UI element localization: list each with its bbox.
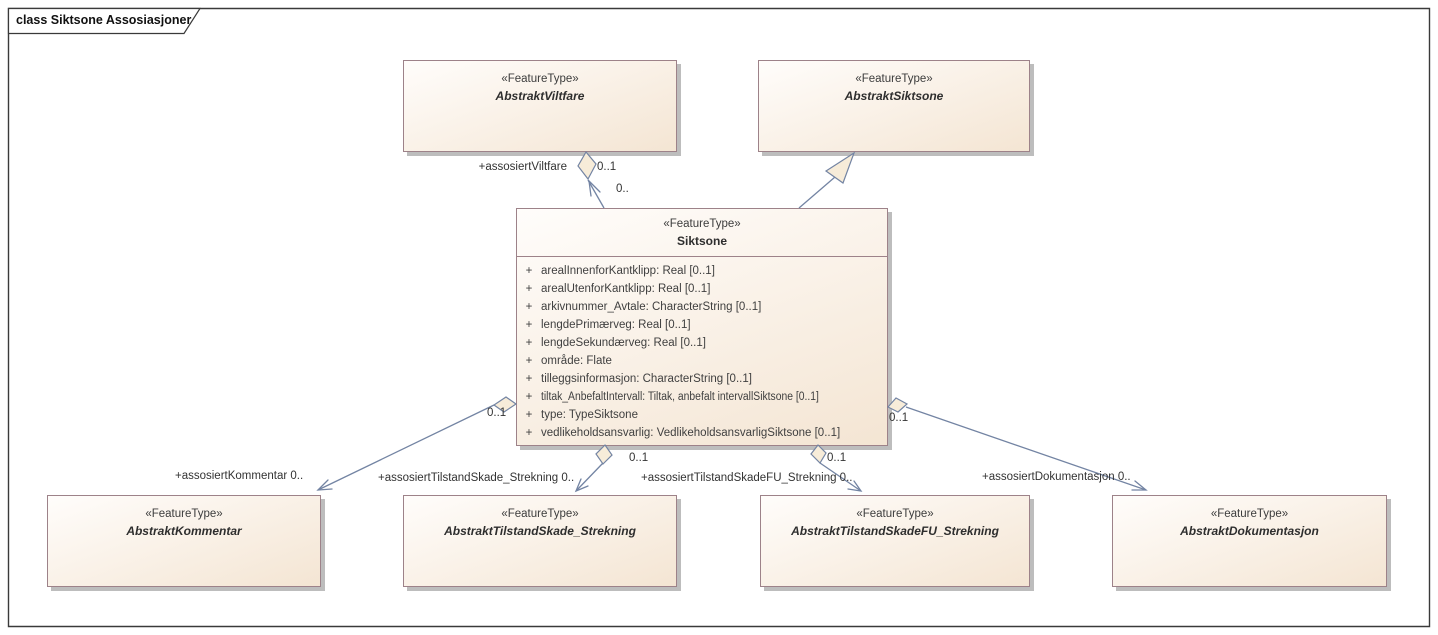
class-abstrakt-viltfare[interactable]: «FeatureType» AbstraktViltfare bbox=[403, 60, 677, 152]
visibility: + bbox=[525, 409, 533, 421]
visibility: + bbox=[525, 373, 533, 385]
attribute-text: lengdeSekundærveg: Real [0..1] bbox=[541, 337, 706, 349]
connector-label-dokumentasjon: +assosiertDokumentasjon 0.. bbox=[982, 471, 1131, 483]
attribute-row: + lengdePrimærveg: Real [0..1] bbox=[517, 316, 887, 334]
class-siktsone[interactable]: «FeatureType» Siktsone + arealInnenforKan… bbox=[516, 208, 888, 446]
class-name: AbstraktViltfare bbox=[495, 89, 585, 103]
connector-label-dokumentasjon-mult: 0..1 bbox=[889, 412, 909, 424]
attribute-text: område: Flate bbox=[541, 355, 612, 367]
stereotype-label: «FeatureType» bbox=[855, 73, 933, 85]
visibility: + bbox=[525, 427, 533, 439]
attribute-row: + tilleggsinformasjon: CharacterString [0… bbox=[517, 370, 887, 388]
class-header: «FeatureType» Siktsone bbox=[517, 209, 887, 257]
connector-label-tilstandskade: +assosiertTilstandSkade_Strekning 0.. bbox=[378, 472, 575, 484]
connector-label-kommentar: +assosiertKommentar 0.. bbox=[175, 470, 304, 482]
stereotype-label: «FeatureType» bbox=[145, 508, 223, 520]
connector-label-viltfare-role: +assosiertViltfare bbox=[478, 161, 567, 173]
association-tilstandskade-strekning bbox=[574, 444, 613, 493]
attribute-text: vedlikeholdsansvarlig: Vedlikeholdsansva… bbox=[541, 427, 841, 439]
connector-label-viltfare-mult-target: 0..1 bbox=[597, 161, 617, 173]
class-header: «FeatureType» AbstraktKommentar bbox=[48, 496, 320, 540]
attribute-row: + arealInnenforKantklipp: Real [0..1] bbox=[517, 262, 887, 280]
class-header: «FeatureType» AbstraktDokumentasjon bbox=[1113, 496, 1386, 540]
connector-label-tilstandskadefu: +assosiertTilstandSkadeFU_Strekning 0.. bbox=[641, 472, 853, 484]
connector-label-kommentar-mult: 0..1 bbox=[487, 407, 507, 419]
attribute-row: + type: TypeSiktsone bbox=[517, 406, 887, 424]
stereotype-label: «FeatureType» bbox=[501, 73, 579, 85]
connector-label-tilstandskade-mult: 0..1 bbox=[629, 452, 649, 464]
class-abstrakt-tilstandskade-strekning[interactable]: «FeatureType» AbstraktTilstandSkade_Stre… bbox=[403, 495, 677, 587]
stereotype-label: «FeatureType» bbox=[501, 508, 579, 520]
class-abstrakt-dokumentasjon[interactable]: «FeatureType» AbstraktDokumentasjon bbox=[1112, 495, 1387, 587]
attribute-row: + vedlikeholdsansvarlig: Vedlikeholdsansv… bbox=[517, 424, 887, 442]
class-abstrakt-tilstandskadefu-strekning[interactable]: «FeatureType» AbstraktTilstandSkadeFU_St… bbox=[760, 495, 1030, 587]
class-header: «FeatureType» AbstraktTilstandSkadeFU_St… bbox=[761, 496, 1029, 540]
attribute-row: + tiltak_AnbefaltIntervall: Tiltak, anbef… bbox=[517, 388, 887, 406]
attribute-text: arealInnenforKantklipp: Real [0..1] bbox=[541, 265, 715, 277]
generalization-abstrakt-siktsone bbox=[798, 151, 856, 209]
visibility: + bbox=[525, 301, 533, 313]
attribute-row: + arkivnummer_Avtale: CharacterString [0.… bbox=[517, 298, 887, 316]
class-abstrakt-siktsone[interactable]: «FeatureType» AbstraktSiktsone bbox=[758, 60, 1030, 152]
class-header: «FeatureType» AbstraktTilstandSkade_Stre… bbox=[404, 496, 676, 540]
class-name: AbstraktKommentar bbox=[126, 524, 242, 538]
class-header: «FeatureType» AbstraktSiktsone bbox=[759, 61, 1029, 105]
attribute-text: lengdePrimærveg: Real [0..1] bbox=[541, 319, 691, 331]
attribute-row: + lengdeSekundærveg: Real [0..1] bbox=[517, 334, 887, 352]
class-name: AbstraktSiktsone bbox=[844, 89, 944, 103]
class-name: AbstraktTilstandSkadeFU_Strekning bbox=[791, 524, 999, 538]
visibility: + bbox=[525, 283, 533, 295]
visibility: + bbox=[525, 355, 533, 367]
stereotype-label: «FeatureType» bbox=[856, 508, 934, 520]
class-name: AbstraktDokumentasjon bbox=[1180, 524, 1319, 538]
diagram-title: class Siktsone Assosiasjoner bbox=[16, 13, 192, 27]
connector-label-tilstandskadefu-mult: 0..1 bbox=[827, 452, 847, 464]
visibility: + bbox=[525, 391, 533, 403]
class-name: Siktsone bbox=[676, 234, 727, 248]
attribute-text: type: TypeSiktsone bbox=[541, 409, 638, 421]
class-abstrakt-kommentar[interactable]: «FeatureType» AbstraktKommentar bbox=[47, 495, 321, 587]
attribute-text: arealUtenforKantklipp: Real [0..1] bbox=[541, 283, 711, 295]
attribute-compartment: + arealInnenforKantklipp: Real [0..1] + ar… bbox=[517, 257, 887, 442]
stereotype-label: «FeatureType» bbox=[1210, 508, 1289, 520]
stereotype-label: «FeatureType» bbox=[663, 218, 741, 230]
visibility: + bbox=[525, 265, 533, 277]
attribute-row: + område: Flate bbox=[517, 352, 887, 370]
attribute-row: + arealUtenforKantklipp: Real [0..1] bbox=[517, 280, 887, 298]
attribute-text: tiltak_AnbefaltIntervall: Tiltak, anbefa… bbox=[541, 391, 819, 403]
class-name: AbstraktTilstandSkade_Strekning bbox=[444, 524, 636, 538]
class-header: «FeatureType» AbstraktViltfare bbox=[404, 61, 676, 105]
visibility: + bbox=[525, 319, 533, 331]
connector-label-viltfare-mult-source: 0.. bbox=[616, 183, 629, 195]
visibility: + bbox=[525, 337, 533, 349]
attribute-text: arkivnummer_Avtale: CharacterString [0..… bbox=[541, 301, 762, 313]
attribute-text: tilleggsinformasjon: CharacterString [0.… bbox=[541, 373, 752, 385]
